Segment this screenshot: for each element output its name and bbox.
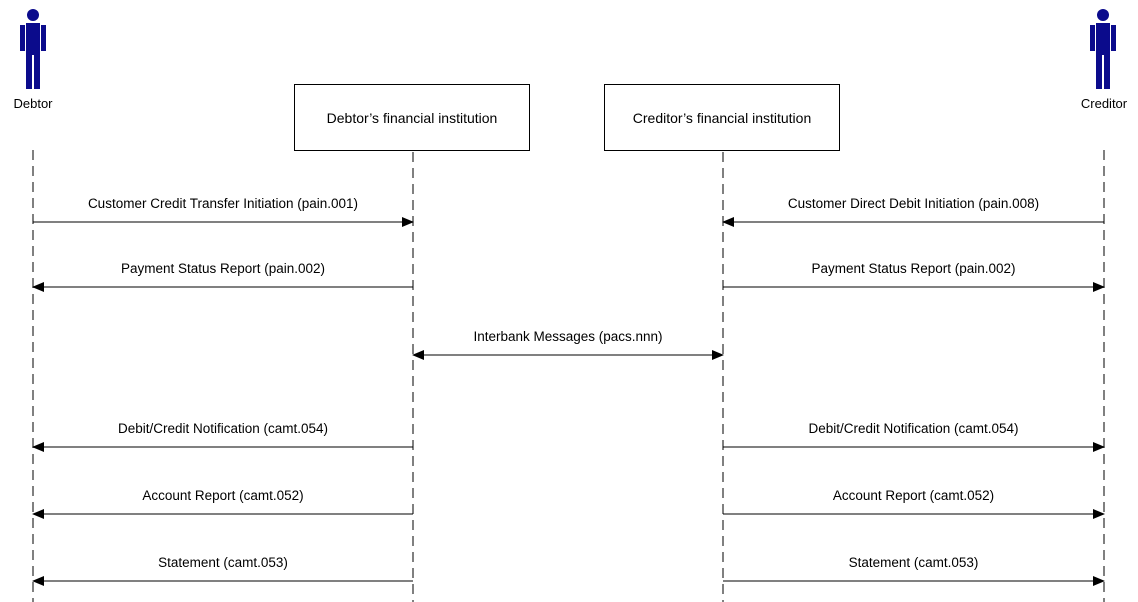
- actor-head: [1097, 9, 1109, 21]
- actor-left-arm: [20, 25, 25, 51]
- actor-body: [26, 23, 40, 55]
- actor-right-leg: [34, 55, 40, 89]
- message-label: Payment Status Report (pain.002): [811, 261, 1016, 276]
- actor-head: [27, 9, 39, 21]
- creditor-financial-institution-box: Creditor’s financial institution: [604, 84, 840, 151]
- message-label: Account Report (camt.052): [832, 488, 995, 503]
- debtor-financial-institution-label: Debtor’s financial institution: [326, 109, 498, 126]
- message-label: Account Report (camt.052): [142, 488, 304, 503]
- message-label: Statement (camt.053): [158, 555, 288, 570]
- message-label: Debit/Credit Notification (camt.054): [808, 421, 1019, 436]
- message-label: Interbank Messages (pacs.nnn): [473, 329, 663, 344]
- actor-left-leg: [26, 55, 32, 89]
- actor-right-arm: [1111, 25, 1116, 51]
- actor-right-arm: [41, 25, 46, 51]
- actor-left-leg: [1096, 55, 1102, 89]
- message-label: Debit/Credit Notification (camt.054): [117, 421, 329, 436]
- creditor-label: Creditor: [1080, 96, 1128, 111]
- message-label: Customer Credit Transfer Initiation (pai…: [87, 196, 359, 211]
- debtor-actor-icon: [20, 9, 46, 89]
- debtor-financial-institution-box: Debtor’s financial institution: [294, 84, 530, 151]
- actor-left-arm: [1090, 25, 1095, 51]
- debtor-label: Debtor: [13, 96, 53, 111]
- message-label: Statement (camt.053): [848, 555, 979, 570]
- message-label: Payment Status Report (pain.002): [120, 261, 326, 276]
- creditor-financial-institution-label: Creditor’s financial institution: [632, 109, 812, 126]
- creditor-actor-icon: [1090, 9, 1116, 89]
- actor-right-leg: [1104, 55, 1110, 89]
- actor-body: [1096, 23, 1110, 55]
- message-label: Customer Direct Debit Initiation (pain.0…: [787, 196, 1040, 211]
